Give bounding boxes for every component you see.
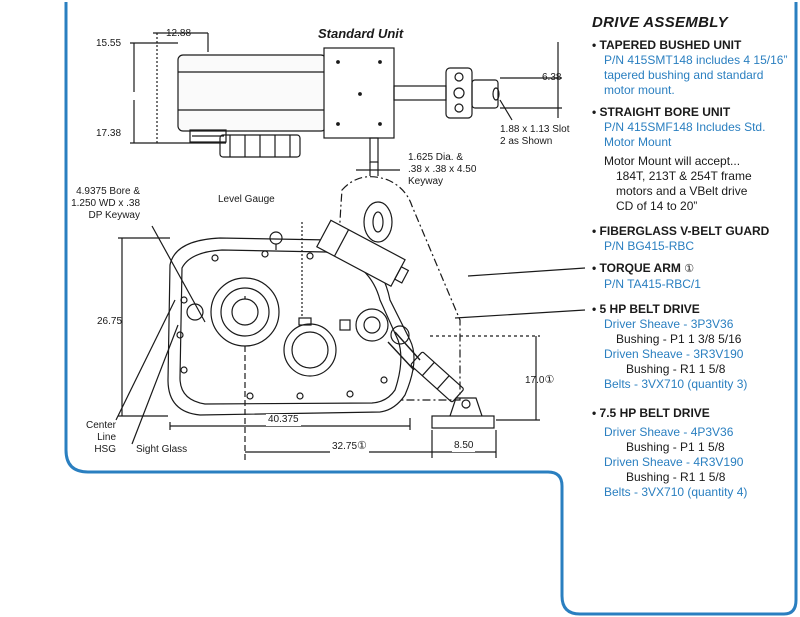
torque-heading: TORQUE ARM ① [592,261,792,277]
dim-15-55: 15.55 [96,38,122,49]
hp5-driven: Driven Sheave - 3R3V190 [604,347,744,361]
mount-line-4: CD of 14 to 20” [616,199,698,213]
hp75-driven: Driven Sheave - 4R3V190 [604,455,744,469]
note-mark: ① [357,440,367,452]
dim-32-75: 32.75① [330,440,369,453]
dim-32-75-value: 32.75 [332,441,358,452]
dim-26-75: 26.75 [97,316,123,327]
note-mark: ① [684,263,695,275]
hp5-driven-bushing: Bushing - R1 1 5/8 [626,362,726,376]
label-center-line: Center Line HSG [85,420,116,455]
hp5-belts: Belts - 3VX710 (quantity 3) [604,377,748,391]
tapered-heading: TAPERED BUSHED UNIT [592,38,792,53]
torque-pn: P/N TA415-RBC/1 [604,277,701,291]
label-level-gauge: Level Gauge [218,194,275,205]
dim-17-0: 17.0① [525,374,554,387]
straight-text: P/N 415SMF148 Includes Std. Motor Mount [604,120,766,149]
top-view [130,32,562,176]
hp5-driver: Driver Sheave - 3P3V36 [604,317,734,331]
note-mark: ① [544,374,555,386]
panel-title: DRIVE ASSEMBLY [592,14,728,31]
dim-40-375: 40.375 [266,414,301,426]
hp75-driver-bushing: Bushing - P1 1 5/8 [626,440,725,454]
guard-heading: FIBERGLASS V-BELT GUARD [592,224,792,239]
hp75-belts: Belts - 3VX710 (quantity 4) [604,485,748,499]
hp75-driven-bushing: Bushing - R1 1 5/8 [626,470,726,484]
dim-slot: 1.88 x 1.13 Slot 2 as Shown [500,124,570,147]
hp75-heading: 7.5 HP BELT DRIVE [592,406,792,421]
hp5-driver-bushing: Bushing - P1 1 3/8 5/16 [616,332,742,346]
dim-shaft: 1.625 Dia. & .38 x .38 x 4.50 Keyway [408,152,477,187]
dim-17-38: 17.38 [96,128,122,139]
label-sight-glass: Sight Glass [136,444,188,455]
tapered-text: P/N 415SMT148 includes 4 15/16” tapered … [604,53,788,97]
dim-bore: 4.9375 Bore & 1.250 WD x .38 DP Keyway [71,186,140,221]
mount-line-2: 184T, 213T & 254T frame [616,169,752,183]
dim-17-0-value: 17.0 [525,375,545,386]
dim-6-38: 6.38 [542,72,562,83]
mount-line-1: Motor Mount will accept... [604,154,741,168]
mount-line-3: motors and a VBelt drive [616,184,748,198]
hp75-driver: Driver Sheave - 4P3V36 [604,425,734,439]
drive-assembly-panel: DRIVE ASSEMBLY TAPERED BUSHED UNIT P/N 4… [592,14,792,500]
dim-8-50: 8.50 [452,440,476,452]
front-view [115,176,586,462]
straight-heading: STRAIGHT BORE UNIT [592,105,792,120]
drawing-title: Standard Unit [318,26,404,41]
dim-12-88: 12.88 [166,28,192,39]
guard-pn: P/N BG415-RBC [604,239,695,253]
torque-heading-text: TORQUE ARM [599,261,681,275]
hp5-heading: 5 HP BELT DRIVE [592,302,792,317]
